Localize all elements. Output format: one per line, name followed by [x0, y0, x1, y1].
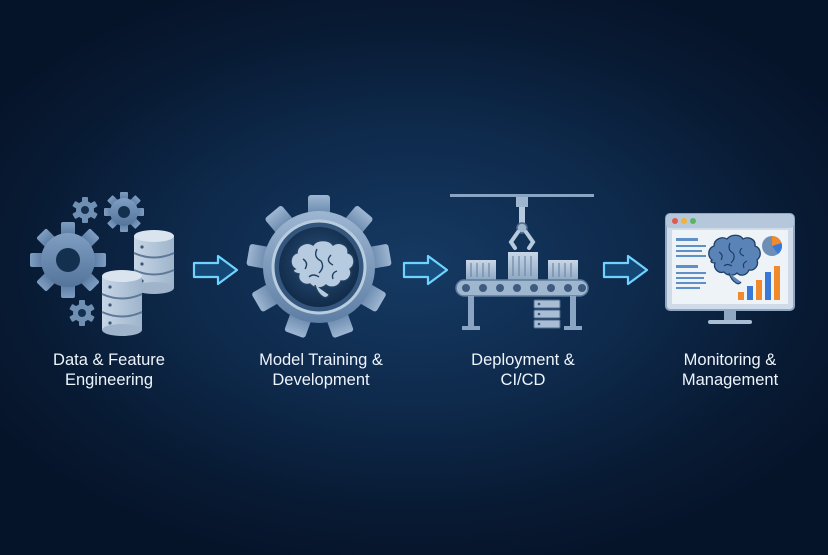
stage-label-line1: Deployment & [471, 351, 575, 369]
stage-label-line2: Engineering [64, 371, 154, 389]
arrow-right-icon [192, 254, 239, 286]
conveyor-robot-arm-icon [450, 194, 594, 330]
arrow-right-icon [402, 254, 449, 286]
monitor-dashboard-icon [665, 213, 795, 324]
gears-database-icon [30, 192, 175, 336]
stage-label-data-feature-engineering: Data & Feature Engineering [14, 350, 204, 390]
gear-brain-icon [246, 195, 392, 338]
stage-label-line2: Development [272, 371, 370, 389]
stage-label-line2: Management [681, 371, 779, 389]
stage-label-model-training: Model Training & Development [226, 350, 416, 390]
arrow-right-icon [602, 254, 649, 286]
stage-label-line1: Monitoring & [683, 351, 777, 369]
stage-label-monitoring: Monitoring & Management [635, 350, 825, 390]
stage-label-line2: CI/CD [500, 371, 546, 389]
stage-label-line1: Model Training & [259, 351, 383, 369]
stage-label-line1: Data & Feature [53, 351, 165, 369]
stage-label-deployment: Deployment & CI/CD [428, 350, 618, 390]
